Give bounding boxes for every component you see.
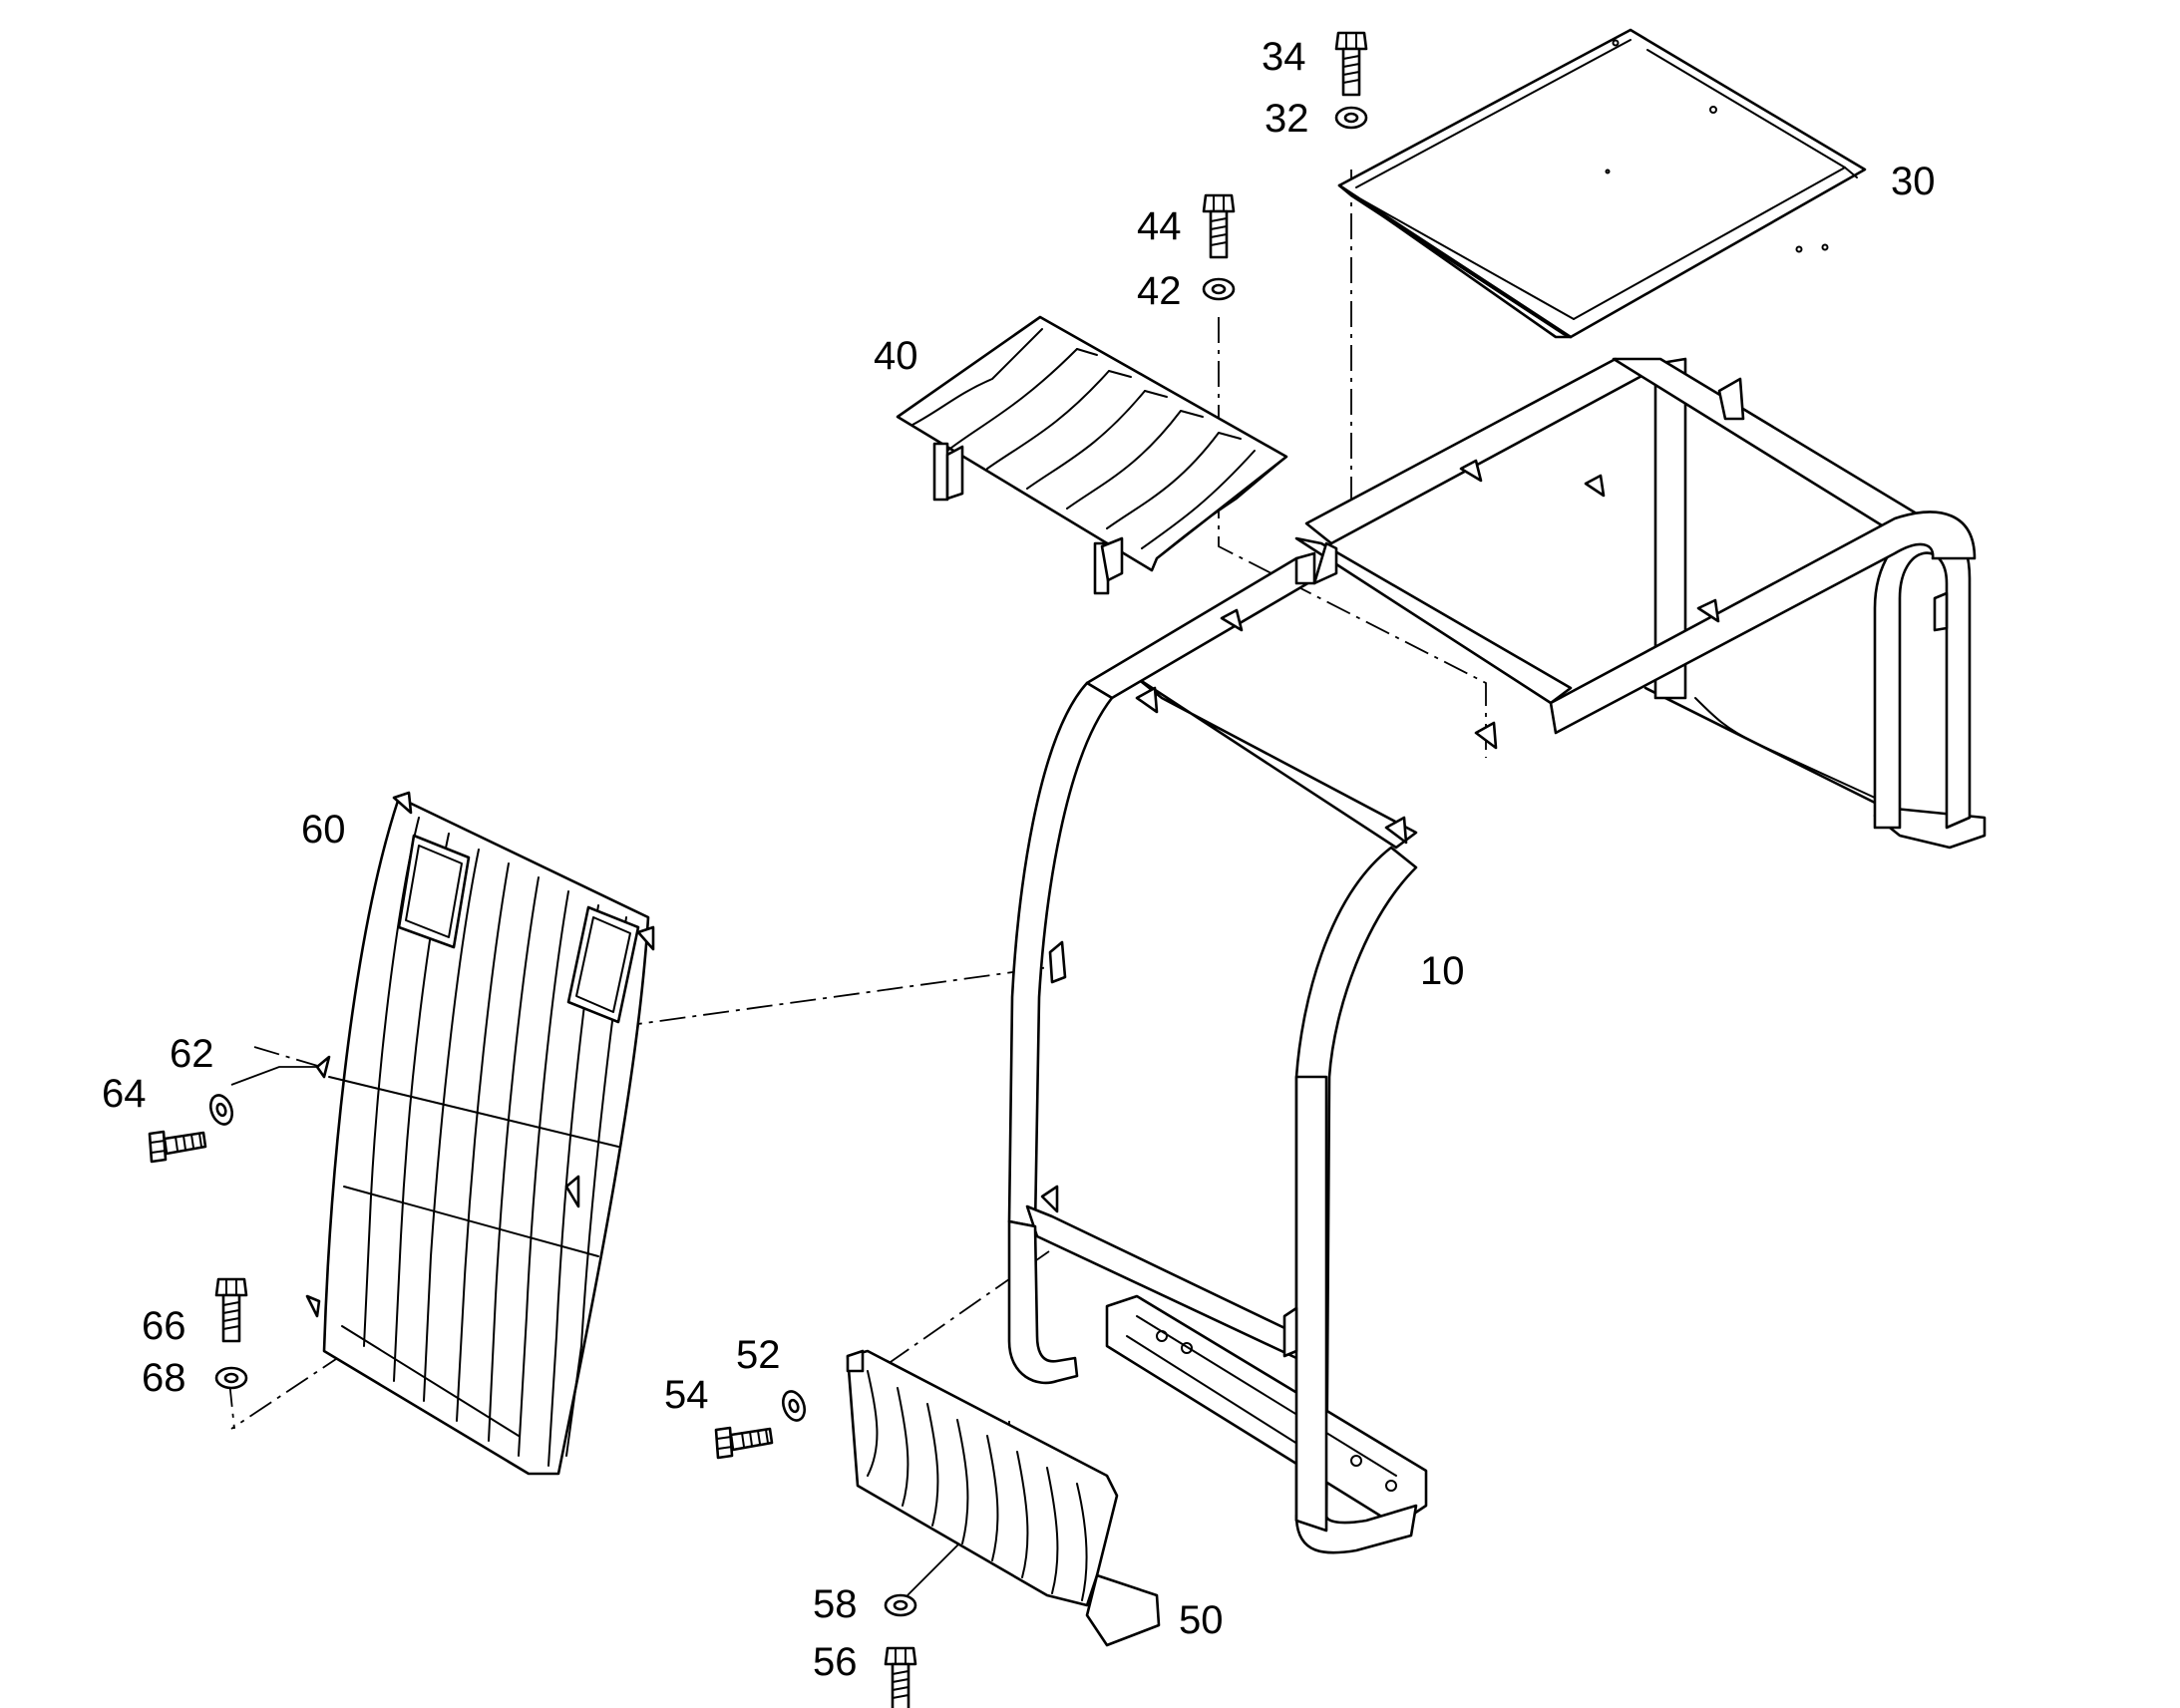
label-40: 40 (874, 334, 918, 378)
fastener-44-bolt (1202, 193, 1236, 259)
fastener-64-bolt (148, 1130, 207, 1164)
fastener-34-bolt (1334, 31, 1368, 97)
label-64: 64 (102, 1072, 147, 1116)
fastener-32-washer (1334, 106, 1368, 130)
label-42: 42 (1137, 269, 1182, 313)
label-50: 50 (1179, 1598, 1224, 1642)
fastener-66-bolt (214, 1277, 248, 1343)
label-66: 66 (142, 1304, 186, 1348)
fastener-56-bolt (884, 1646, 917, 1708)
tube-frame-part (1007, 357, 1987, 1554)
top-grille-part (896, 315, 1288, 595)
fastener-62-washer (205, 1091, 237, 1129)
fastener-58-washer (884, 1593, 917, 1617)
label-44: 44 (1137, 204, 1182, 248)
label-54: 54 (664, 1373, 709, 1417)
front-grille-part (305, 791, 655, 1476)
label-30: 30 (1891, 160, 1936, 203)
part-labels: 10 30 32 34 40 42 44 50 52 54 56 58 60 6… (102, 35, 1936, 1684)
lower-grille-part (846, 1349, 1161, 1647)
fastener-52-washer (778, 1387, 810, 1425)
roof-panel-part (1337, 28, 1867, 339)
fastener-54-bolt (714, 1426, 774, 1460)
label-60: 60 (301, 808, 346, 852)
label-56: 56 (813, 1640, 858, 1684)
label-52: 52 (736, 1333, 781, 1377)
label-62: 62 (170, 1032, 214, 1076)
label-10: 10 (1420, 949, 1465, 993)
label-34: 34 (1262, 35, 1306, 79)
fastener-42-washer (1202, 277, 1236, 301)
fastener-68-washer (214, 1366, 248, 1390)
label-68: 68 (142, 1356, 186, 1400)
label-32: 32 (1265, 97, 1309, 141)
label-58: 58 (813, 1582, 858, 1626)
